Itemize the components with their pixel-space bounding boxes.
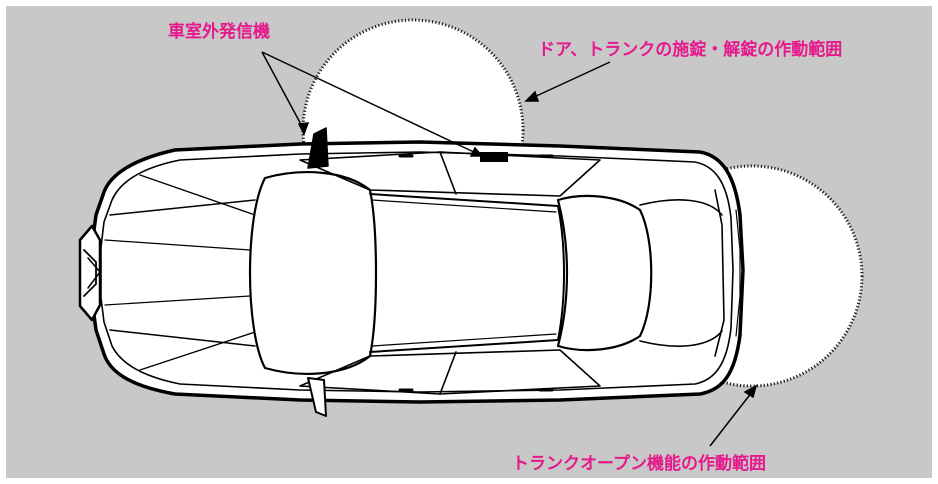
windshield [248,171,378,375]
diagram-frame: 車室外発信機 ドア、トランクの施錠・解錠の作動範囲 トランクオープン機能の作動範… [6,6,932,478]
door-range-leader [524,61,611,102]
rear-window [556,194,653,352]
antenna-door [480,152,508,162]
car-body [78,127,745,417]
trunk-range-leader [709,384,758,447]
roof [369,193,565,353]
body-inner-line [100,151,734,393]
right-mirror [307,377,327,417]
car-diagram [78,18,864,447]
antenna-label: 車室外発信機 [168,22,270,42]
door-range-label: ドア、トランクの施錠・解錠の作動範囲 [538,40,843,60]
antenna-leader-lines [261,51,484,157]
front-grille [78,224,102,322]
left-mirror [307,127,329,169]
trunk-range-label: トランクオープン機能の作動範囲 [512,454,766,474]
